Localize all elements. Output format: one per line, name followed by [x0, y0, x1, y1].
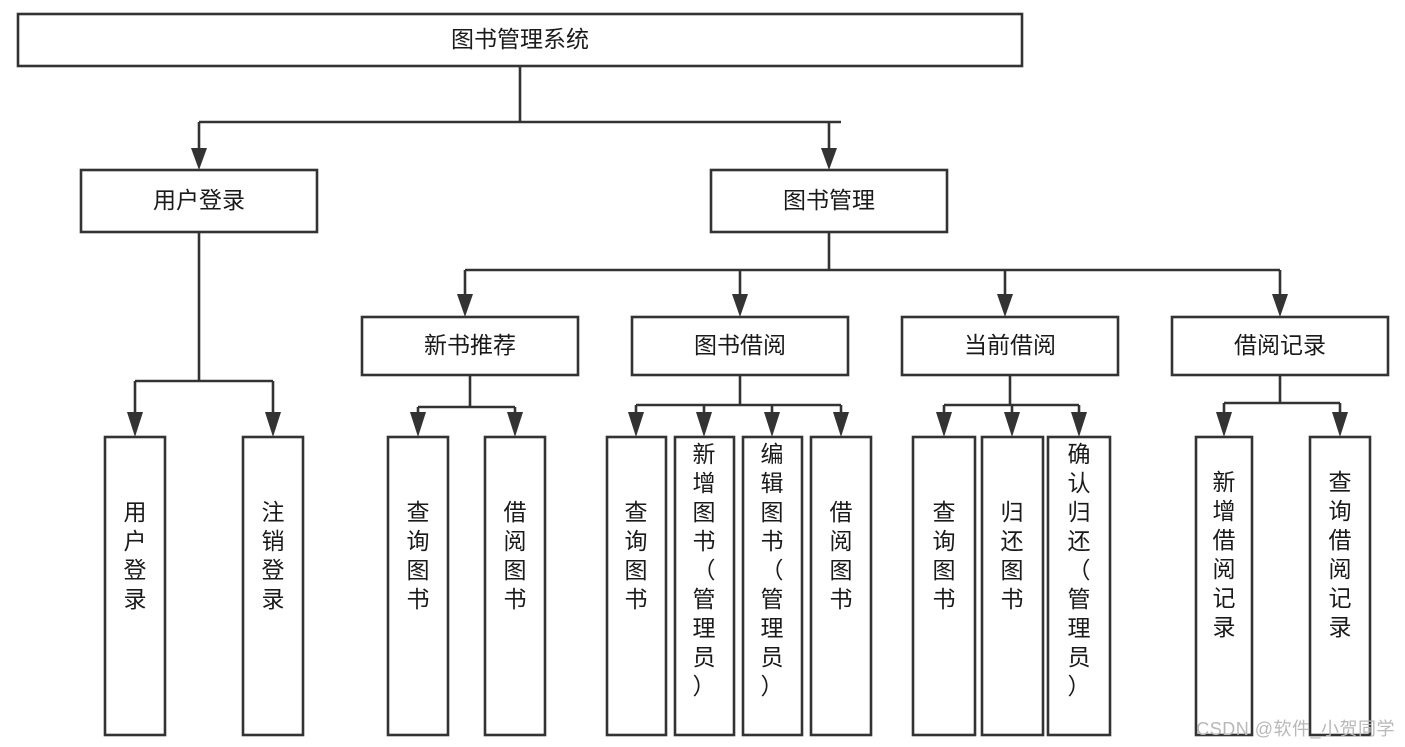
node-new-book-recommend[interactable]: 新书推荐: [360, 315, 580, 377]
leaf-confirm-return-admin[interactable]: 确认归还（管理员）: [1046, 435, 1112, 737]
arrow-leaf-query-book-2: [628, 412, 644, 437]
node-new-book-recommend-label: 新书推荐: [424, 332, 516, 358]
arrow-leaf-query-record: [1332, 412, 1348, 437]
leaf-return-book-label: 归还图书: [1001, 499, 1024, 612]
node-new-book-recommend-box[interactable]: [360, 315, 580, 377]
leaf-add-book-admin-label: 新增图书（管理员）: [693, 441, 716, 699]
leaf-add-borrow-record-box[interactable]: [1194, 435, 1254, 737]
arrow-leaf-logout: [265, 412, 281, 437]
leaf-edit-book-admin-box[interactable]: [741, 435, 804, 737]
leaf-query-borrow-record[interactable]: 查询借阅记录: [1308, 435, 1372, 737]
leaf-borrow-book-new-label: 借阅图书: [504, 499, 527, 612]
leaf-query-book-new-box[interactable]: [386, 435, 450, 737]
node-borrow-record[interactable]: 借阅记录: [1170, 315, 1390, 377]
leaf-query-borrow-record-box[interactable]: [1308, 435, 1372, 737]
leaf-user-login-label: 用户登录: [124, 499, 147, 612]
arrow-to-borrow: [732, 294, 748, 317]
arrow-leaf-add-book: [696, 412, 712, 437]
node-root-system-box[interactable]: [16, 12, 1024, 68]
leaf-query-book-new[interactable]: 查询图书: [386, 435, 450, 737]
node-root-system-label: 图书管理系统: [451, 26, 589, 52]
arrow-leaf-edit-book: [764, 412, 780, 437]
leaf-borrow-book-new-box[interactable]: [483, 435, 547, 737]
node-book-borrow-label: 图书借阅: [694, 332, 786, 358]
leaf-borrow-book-borrow-label: 借阅图书: [830, 499, 853, 612]
node-root-system[interactable]: 图书管理系统: [16, 12, 1024, 68]
leaf-query-book-current-box[interactable]: [911, 435, 977, 737]
arrow-leaf-confirm-return: [1071, 412, 1087, 437]
arrow-leaf-borrow-book-2: [833, 412, 849, 437]
node-current-borrow[interactable]: 当前借阅: [900, 315, 1120, 377]
node-book-management[interactable]: 图书管理: [709, 168, 949, 234]
leaf-user-login-box[interactable]: [103, 435, 167, 737]
leaf-user-login[interactable]: 用户登录: [103, 435, 167, 737]
arrow-leaf-borrow-book-1: [507, 412, 523, 437]
arrow-leaf-query-book-1: [410, 412, 426, 437]
node-borrow-record-label: 借阅记录: [1234, 332, 1326, 358]
node-user-login-label: 用户登录: [153, 187, 245, 213]
node-borrow-record-box[interactable]: [1170, 315, 1390, 377]
leaf-borrow-book-new[interactable]: 借阅图书: [483, 435, 547, 737]
leaf-query-book-borrow-box[interactable]: [605, 435, 668, 737]
leaf-query-book-new-label: 查询图书: [407, 499, 430, 612]
arrow-leaf-user-login: [127, 412, 143, 437]
node-book-management-label: 图书管理: [783, 187, 875, 213]
leaf-add-book-admin[interactable]: 新增图书（管理员）: [673, 435, 736, 737]
leaf-edit-book-admin[interactable]: 编辑图书（管理员）: [741, 435, 804, 737]
arrow-to-book-mgmt: [821, 148, 837, 170]
node-book-borrow[interactable]: 图书借阅: [630, 315, 850, 377]
leaf-borrow-book-borrow-box[interactable]: [809, 435, 873, 737]
csdn-watermark: CSDN @软件_小贺同学: [1196, 719, 1395, 739]
connector-layer: [127, 66, 1348, 437]
node-book-borrow-box[interactable]: [630, 315, 850, 377]
node-current-borrow-label: 当前借阅: [964, 332, 1056, 358]
arrow-leaf-query-book-3: [936, 412, 952, 437]
leaf-edit-book-admin-label: 编辑图书（管理员）: [761, 441, 784, 699]
leaf-logout-label: 注销登录: [262, 499, 285, 612]
leaf-query-book-borrow[interactable]: 查询图书: [605, 435, 668, 737]
arrow-to-user-login: [191, 148, 207, 170]
leaf-query-book-current-label: 查询图书: [933, 499, 956, 612]
node-user-login-box[interactable]: [79, 168, 319, 234]
arrow-leaf-return-book: [1004, 412, 1020, 437]
leaf-borrow-book-borrow[interactable]: 借阅图书: [809, 435, 873, 737]
node-current-borrow-box[interactable]: [900, 315, 1120, 377]
leaf-add-borrow-record[interactable]: 新增借阅记录: [1194, 435, 1254, 737]
arrow-leaf-add-record: [1216, 412, 1232, 437]
leaf-layer: 用户登录 注销登录 查询图书 借阅图书 查询图书 新增图书（管理员）: [103, 435, 1372, 737]
leaf-query-borrow-record-label: 查询借阅记录: [1329, 469, 1352, 640]
leaf-add-borrow-record-label: 新增借阅记录: [1213, 469, 1236, 640]
arrow-to-record: [1272, 294, 1288, 317]
leaf-query-book-current[interactable]: 查询图书: [911, 435, 977, 737]
leaf-query-book-borrow-label: 查询图书: [625, 499, 648, 612]
node-book-management-box[interactable]: [709, 168, 949, 234]
leaf-confirm-return-admin-label: 确认归还（管理员）: [1068, 441, 1091, 699]
arrow-to-current: [997, 294, 1013, 317]
leaf-logout[interactable]: 注销登录: [241, 435, 305, 737]
arrow-to-newbook: [457, 294, 473, 317]
leaf-confirm-return-admin-box[interactable]: [1046, 435, 1112, 737]
node-user-login[interactable]: 用户登录: [79, 168, 319, 234]
leaf-logout-box[interactable]: [241, 435, 305, 737]
leaf-return-book-box[interactable]: [980, 435, 1045, 737]
leaf-return-book[interactable]: 归还图书: [980, 435, 1045, 737]
leaf-add-book-admin-box[interactable]: [673, 435, 736, 737]
